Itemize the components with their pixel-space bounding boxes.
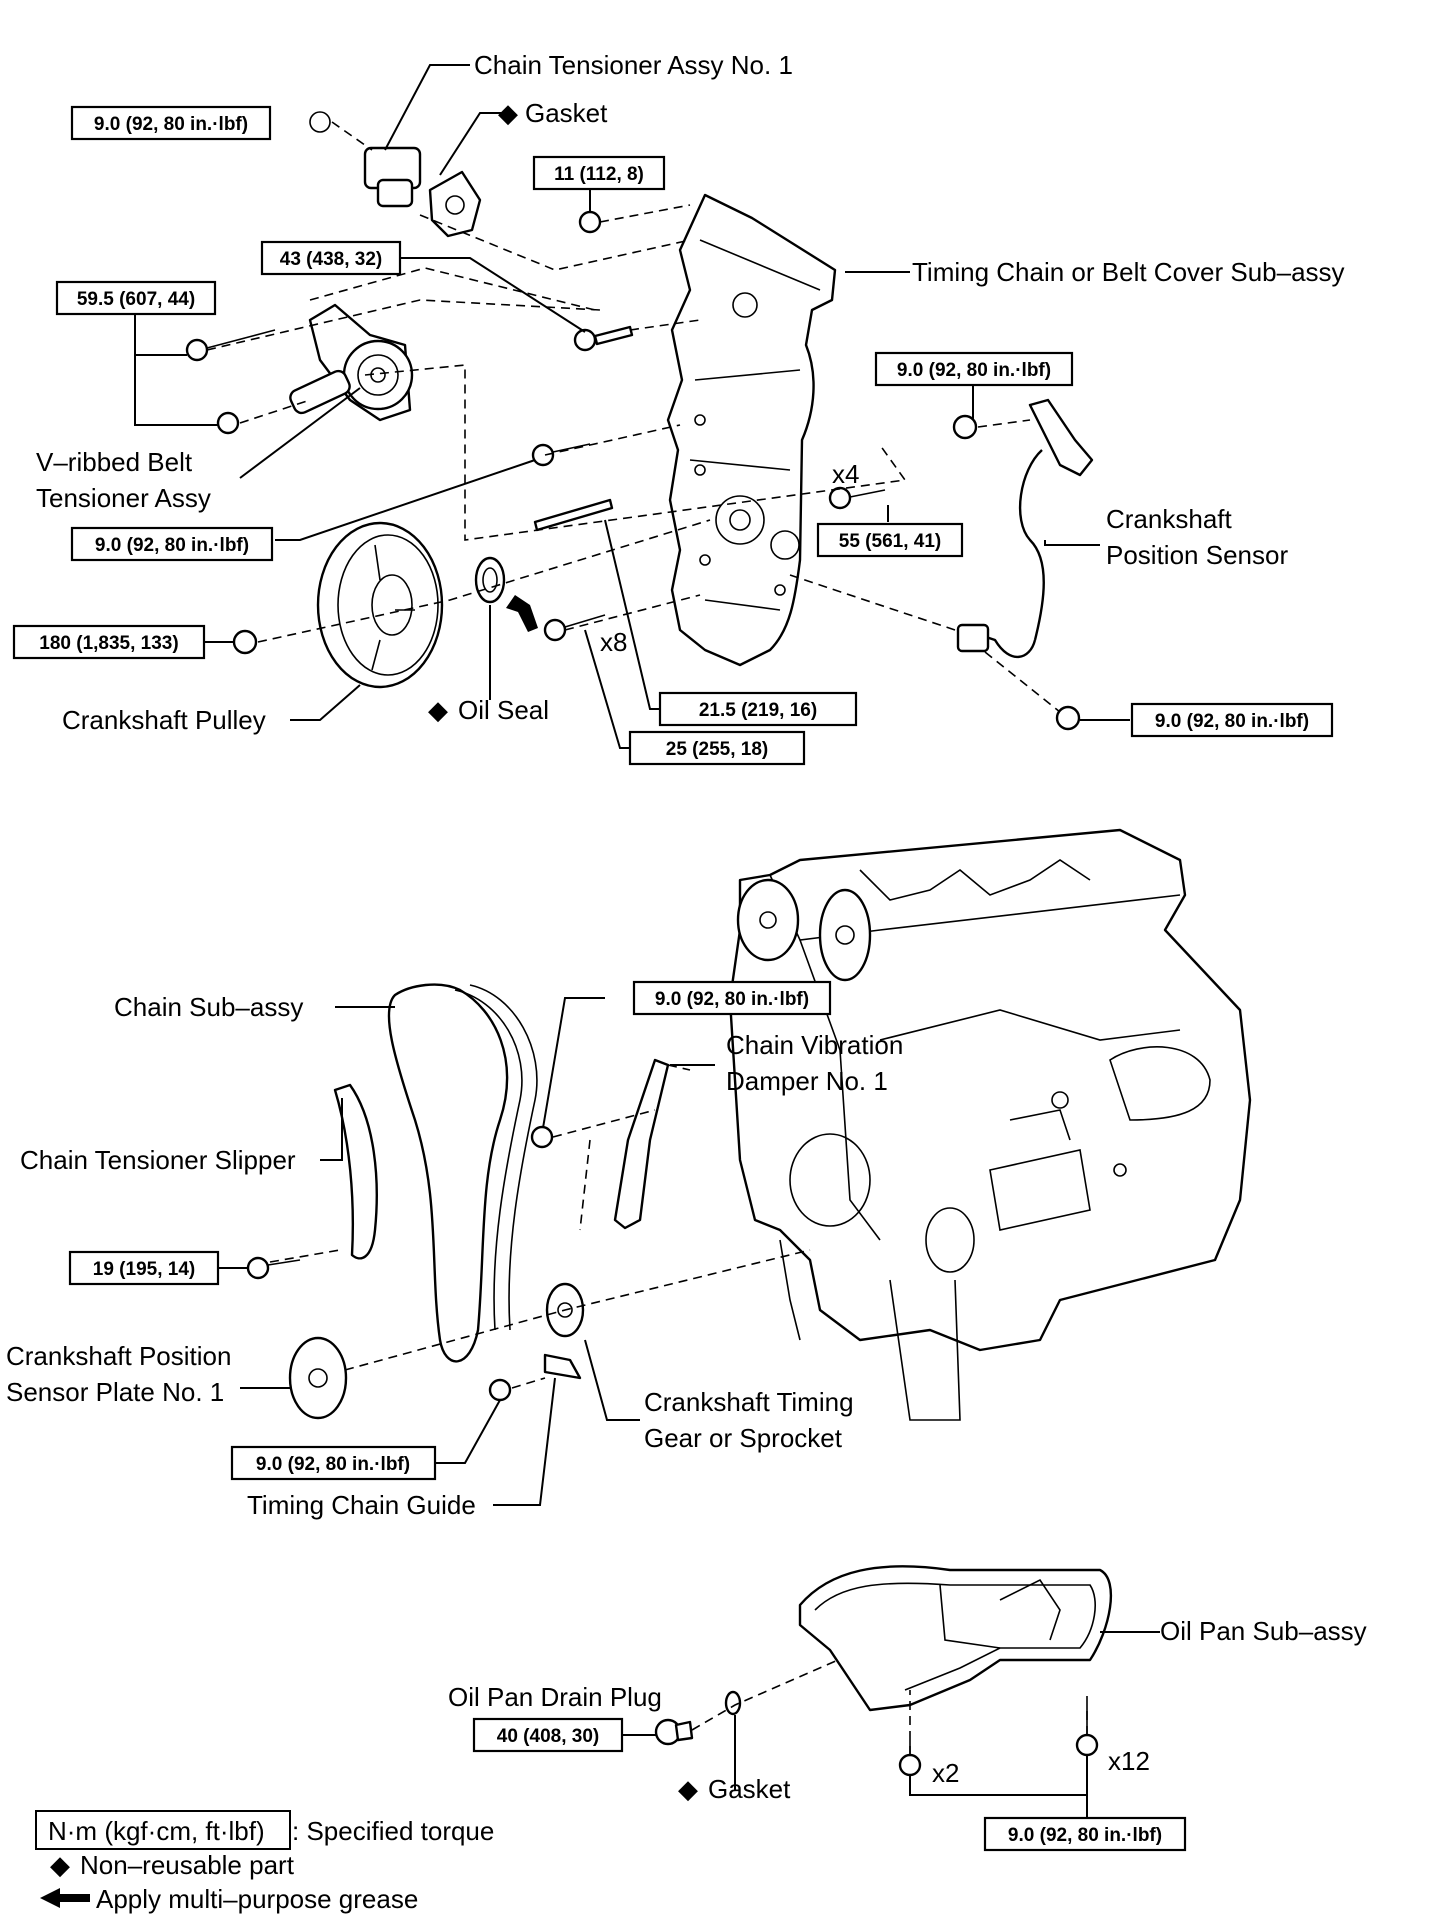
label-v-ribbed-line1: V–ribbed Belt <box>36 447 193 477</box>
gasket-top <box>428 170 482 238</box>
svg-text:9.0 (92, 80 in.·lbf): 9.0 (92, 80 in.·lbf) <box>1008 1825 1162 1846</box>
timing-chain <box>387 983 538 1363</box>
svg-text:59.5 (607, 44): 59.5 (607, 44) <box>77 289 195 310</box>
qty-x4: x4 <box>832 459 859 489</box>
non-reusable-icon: ◆ <box>428 695 448 725</box>
non-reusable-icon: ◆ <box>678 1774 698 1804</box>
label-chain-damper-line1: Chain Vibration <box>726 1030 903 1060</box>
bolt-43 <box>573 325 634 352</box>
qty-x12: x12 <box>1108 1746 1150 1776</box>
chain-tensioner-slipper <box>246 1083 378 1280</box>
chain-tensioner-assy <box>309 111 422 208</box>
legend-grease: Apply multi–purpose grease <box>96 1884 418 1914</box>
torque-cover-bolt-left: 9.0 (92, 80 in.·lbf) <box>70 526 274 562</box>
non-reusable-icon: ◆ <box>50 1850 70 1880</box>
torque-bolt-43: 43 (438, 32) <box>260 240 402 276</box>
oil-seal <box>474 556 506 604</box>
label-chain-tensioner-slipper: Chain Tensioner Slipper <box>20 1145 296 1175</box>
torque-sensor-bolt: 9.0 (92, 80 in.·lbf) <box>874 351 1074 387</box>
torque-boxes: 9.0 (92, 80 in.·lbf) 11 (112, 8) 43 (438… <box>12 105 1334 1852</box>
torque-tensioner-bolt: 9.0 (92, 80 in.·lbf) <box>70 105 272 141</box>
svg-text:9.0 (92, 80 in.·lbf): 9.0 (92, 80 in.·lbf) <box>655 989 809 1010</box>
svg-text:25 (255, 18): 25 (255, 18) <box>666 739 768 760</box>
non-reusable-icon: ◆ <box>498 98 518 128</box>
chain-vibration-damper <box>530 1058 670 1230</box>
grease-arrow-icon <box>40 1888 90 1908</box>
engine-block <box>728 828 1252 1421</box>
torque-bolt-55: 55 (561, 41) <box>816 522 964 558</box>
label-oil-seal: Oil Seal <box>458 695 549 725</box>
crankshaft-position-sensor <box>952 398 1094 731</box>
label-gasket-top: Gasket <box>525 98 608 128</box>
svg-text:19 (195, 14): 19 (195, 14) <box>93 1259 195 1280</box>
label-crank-gear-line1: Crankshaft Timing <box>644 1387 854 1417</box>
oil-pan <box>798 1565 1113 1777</box>
label-crank-pos-sensor-line2: Position Sensor <box>1106 540 1288 570</box>
cover-nut <box>578 210 602 234</box>
label-crank-gear-line2: Gear or Sprocket <box>644 1423 843 1453</box>
torque-guide-bolt: 9.0 (92, 80 in.·lbf) <box>230 1445 437 1481</box>
svg-text:9.0 (92, 80 in.·lbf): 9.0 (92, 80 in.·lbf) <box>1155 711 1309 732</box>
timing-cover <box>666 193 837 667</box>
label-crank-plate-line1: Crankshaft Position <box>6 1341 231 1371</box>
torque-pulley-bolt: 180 (1,835, 133) <box>12 624 206 660</box>
svg-text:9.0 (92, 80 in.·lbf): 9.0 (92, 80 in.·lbf) <box>256 1454 410 1475</box>
qty-x8: x8 <box>600 627 627 657</box>
label-crank-pos-sensor-line1: Crankshaft <box>1106 504 1232 534</box>
torque-damper-bolt: 9.0 (92, 80 in.·lbf) <box>632 980 832 1016</box>
drain-plug <box>654 1718 694 1746</box>
svg-text:21.5 (219, 16): 21.5 (219, 16) <box>699 700 817 721</box>
torque-bolt-59: 59.5 (607, 44) <box>55 280 217 316</box>
crankshaft-pulley <box>232 521 444 689</box>
qty-x2: x2 <box>932 1758 959 1788</box>
leader-lines-middle <box>218 997 715 1506</box>
label-chain-sub-assy: Chain Sub–assy <box>114 992 303 1022</box>
label-v-ribbed-line2: Tensioner Assy <box>36 483 211 513</box>
label-timing-cover: Timing Chain or Belt Cover Sub–assy <box>912 257 1345 287</box>
label-drain-plug: Oil Pan Drain Plug <box>448 1682 662 1712</box>
svg-text:40 (408, 30): 40 (408, 30) <box>497 1726 599 1747</box>
leader-lines-top <box>134 64 1130 749</box>
part-labels: Chain Tensioner Assy No. 1 Gasket ◆ Timi… <box>6 50 1367 1804</box>
quantity-labels: x4 x8 x2 x12 <box>600 459 1150 1788</box>
legend-torque-key: N·m (kgf·cm, ft·lbf) <box>48 1816 265 1846</box>
svg-text:9.0 (92, 80 in.·lbf): 9.0 (92, 80 in.·lbf) <box>95 535 249 556</box>
assembly-lines-bottom <box>691 1659 1088 1755</box>
legend: N·m (kgf·cm, ft·lbf) : Specified torque … <box>35 1810 494 1914</box>
torque-cover-nut: 11 (112, 8) <box>532 155 666 191</box>
legend-torque-key-box <box>35 1810 291 1850</box>
label-timing-chain-guide: Timing Chain Guide <box>247 1490 476 1520</box>
torque-oil-pan-bolts: 9.0 (92, 80 in.·lbf) <box>983 1816 1187 1852</box>
svg-text:9.0 (92, 80 in.·lbf): 9.0 (92, 80 in.·lbf) <box>94 114 248 135</box>
label-oil-pan: Oil Pan Sub–assy <box>1160 1616 1367 1646</box>
torque-drain-plug: 40 (408, 30) <box>472 1717 624 1753</box>
v-ribbed-belt-tensioner <box>185 303 414 435</box>
legend-non-reusable: Non–reusable part <box>80 1850 295 1880</box>
assembly-lines-top <box>206 121 1061 713</box>
label-crank-pulley: Crankshaft Pulley <box>62 705 266 735</box>
torque-stud: 21.5 (219, 16) <box>658 691 858 727</box>
timing-chain-guide <box>488 1353 582 1402</box>
torque-slipper-bolt: 19 (195, 14) <box>68 1250 220 1286</box>
label-gasket-bottom: Gasket <box>708 1774 791 1804</box>
leader-lines-bottom <box>622 1631 1160 1818</box>
label-chain-tensioner-assy: Chain Tensioner Assy No. 1 <box>474 50 793 80</box>
svg-text:180 (1,835, 133): 180 (1,835, 133) <box>39 633 178 654</box>
label-crank-plate-line2: Sensor Plate No. 1 <box>6 1377 224 1407</box>
grease-arrow-icon <box>506 595 538 632</box>
torque-bolt-25: 25 (255, 18) <box>628 730 806 766</box>
label-chain-damper-line2: Damper No. 1 <box>726 1066 888 1096</box>
drain-gasket <box>724 1690 742 1716</box>
svg-text:55 (561, 41): 55 (561, 41) <box>839 531 941 552</box>
torque-sensor-lower-bolt: 9.0 (92, 80 in.·lbf) <box>1130 702 1334 738</box>
crankshaft-position-sensor-plate <box>288 1336 348 1420</box>
svg-text:11 (112, 8): 11 (112, 8) <box>554 164 644 185</box>
cam-sprockets <box>736 878 872 982</box>
legend-torque-text: : Specified torque <box>292 1816 494 1846</box>
svg-text:43 (438, 32): 43 (438, 32) <box>280 249 382 270</box>
svg-text:9.0 (92, 80 in.·lbf): 9.0 (92, 80 in.·lbf) <box>897 360 1051 381</box>
